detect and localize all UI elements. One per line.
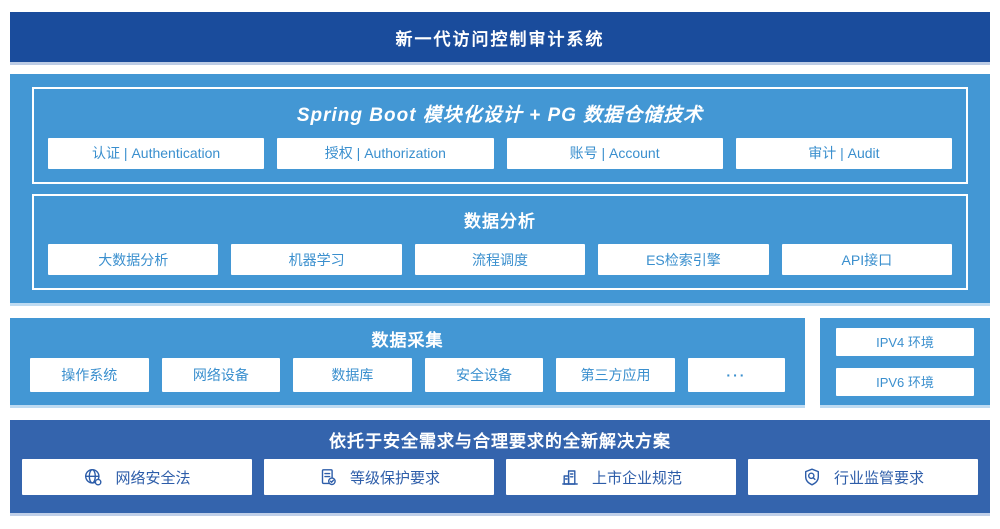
springboot-layer-title: Spring Boot 模块化设计 + PG 数据仓储技术	[296, 104, 704, 126]
collection-title: 数据采集	[371, 330, 444, 350]
solution-label: 上市企业规范	[591, 469, 682, 487]
module-box-bigdata: 大数据分析	[48, 244, 219, 275]
page-title-banner: 新一代访问控制审计系统	[10, 12, 990, 65]
analysis-module-row: 大数据分析 机器学习 流程调度 ES检索引擎 API接口	[48, 244, 953, 275]
env-box-ipv6: IPV6 环境	[836, 367, 974, 396]
page-title: 新一代访问控制审计系统	[395, 29, 605, 49]
env-box-ipv4: IPV4 环境	[836, 327, 974, 356]
module-box-api: API接口	[781, 244, 953, 275]
module-box-audit: 审计 | Audit	[735, 137, 952, 169]
solution-label: 网络安全法	[115, 469, 191, 487]
source-box-security: 安全设备	[424, 358, 544, 392]
collection-source-row: 操作系统 网络设备 数据库 安全设备 第三方应用 ···	[30, 358, 786, 392]
source-box-os: 操作系统	[30, 358, 149, 392]
collection-section: 数据采集 操作系统 网络设备 数据库 安全设备 第三方应用 ···	[10, 318, 805, 408]
source-box-network: 网络设备	[161, 358, 281, 392]
analysis-layer: 数据分析 大数据分析 机器学习 流程调度 ES检索引擎 API接口	[32, 193, 968, 290]
module-box-authentication: 认证 | Authentication	[48, 137, 265, 169]
module-box-authorization: 授权 | Authorization	[277, 137, 494, 169]
solution-item-row: 网络安全法 等级保护要求	[22, 459, 978, 495]
module-box-account: 账号 | Account	[506, 137, 723, 169]
solution-label: 等级保护要求	[349, 469, 440, 487]
module-box-workflow: 流程调度	[414, 244, 586, 275]
module-box-es: ES检索引擎	[598, 244, 769, 275]
solution-box-network-law: 网络安全法	[22, 459, 252, 495]
globe-icon	[83, 467, 103, 487]
solution-box-industry-regulation: 行业监管要求	[748, 459, 978, 495]
platform-section: Spring Boot 模块化设计 + PG 数据仓储技术 认证 | Authe…	[10, 74, 990, 306]
solution-box-listed-company: 上市企业规范	[506, 459, 736, 495]
environment-panel: IPV4 环境 IPV6 环境	[820, 318, 990, 408]
springboot-module-row: 认证 | Authentication 授权 | Authorization 账…	[48, 137, 952, 169]
solution-section: 依托于安全需求与合理要求的全新解决方案 网络安全法	[10, 420, 990, 516]
shield-search-icon	[802, 467, 822, 487]
source-box-database: 数据库	[293, 358, 412, 392]
document-check-icon	[318, 467, 338, 487]
collection-row: 数据采集 操作系统 网络设备 数据库 安全设备 第三方应用 ··· IPV4 环…	[10, 318, 990, 408]
source-box-thirdparty: 第三方应用	[556, 358, 675, 392]
building-icon	[560, 467, 580, 487]
springboot-layer: Spring Boot 模块化设计 + PG 数据仓储技术 认证 | Authe…	[32, 87, 968, 184]
solution-box-classified-protection: 等级保护要求	[264, 459, 494, 495]
module-box-ml: 机器学习	[231, 244, 402, 275]
solution-label: 行业监管要求	[833, 469, 924, 487]
analysis-layer-title: 数据分析	[464, 212, 536, 232]
source-box-more: ···	[687, 358, 786, 392]
solution-title: 依托于安全需求与合理要求的全新解决方案	[329, 432, 671, 451]
